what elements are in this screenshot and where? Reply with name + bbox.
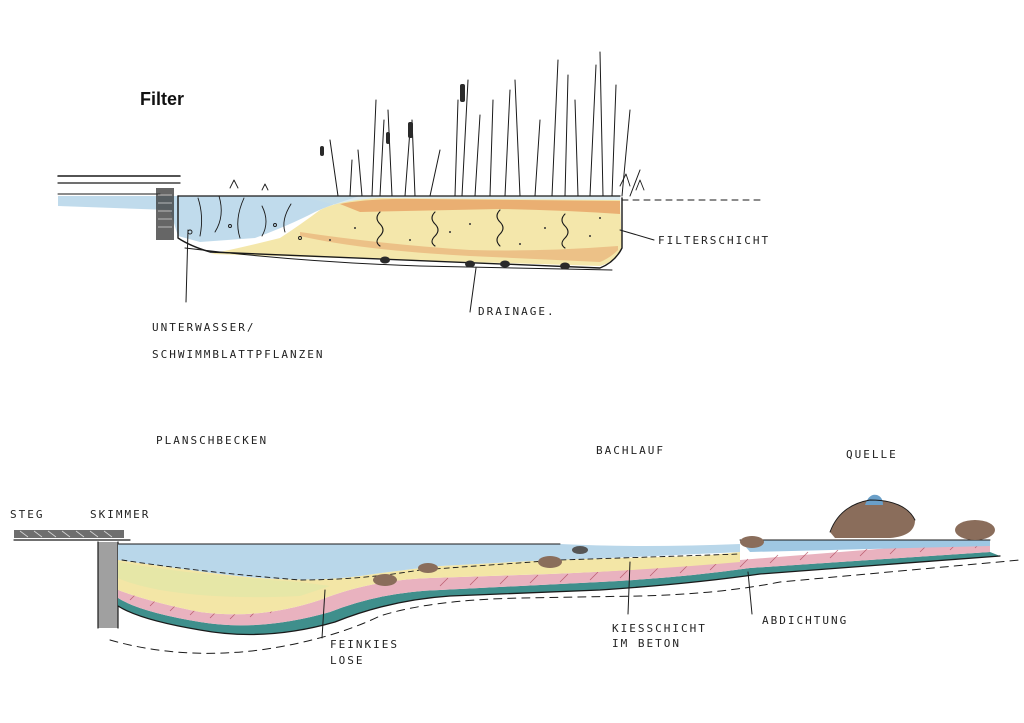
- filter-title: Filter: [140, 89, 184, 109]
- label-plants-line2: SCHWIMMBLATTPFLANZEN: [152, 348, 324, 361]
- steg-deck: [13, 530, 131, 541]
- feinkies-green-tint: [118, 562, 330, 598]
- label-bachlauf: BACHLAUF: [596, 444, 665, 457]
- filter-section: Filter: [57, 51, 770, 361]
- bottom-leaders: [321, 561, 753, 639]
- filter-orange-band: [340, 198, 620, 214]
- filter-sand-layer: [210, 198, 622, 266]
- filter-gravel-dots: [329, 217, 601, 245]
- feinkies-layer: [118, 552, 740, 615]
- filter-plant-tufts: [229, 173, 645, 191]
- label-drainage: DRAINAGE.: [478, 305, 556, 318]
- label-skimmer: SKIMMER: [90, 508, 150, 521]
- label-kiesschicht-line2: IM BETON: [612, 637, 681, 650]
- label-plants-line1: UNTERWASSER/: [152, 321, 255, 334]
- cattail-heads: [320, 84, 465, 156]
- bachlauf-water: [740, 540, 990, 552]
- filter-leaders: [185, 229, 655, 313]
- reed-plants: [329, 51, 641, 197]
- filter-orange-bottom: [300, 232, 618, 262]
- label-feinkies-line1: FEINKIES: [330, 638, 399, 651]
- filter-roots: [376, 209, 569, 249]
- label-planschbecken: PLANSCHBECKEN: [156, 434, 268, 447]
- filter-water: [58, 196, 360, 242]
- pond-liner: [118, 552, 1000, 635]
- label-steg: STEG: [10, 508, 45, 521]
- label-quelle: QUELLE: [846, 448, 898, 461]
- label-feinkies-line2: LOSE: [330, 654, 365, 667]
- skimmer-shaft: [98, 542, 118, 628]
- label-abdichtung: ABDICHTUNG: [762, 614, 848, 627]
- planschbecken-section: PLANSCHBECKEN BACHLAUF QUELLE STEG SKIMM…: [10, 434, 1021, 667]
- label-kiesschicht-line1: KIESSCHICHT: [612, 622, 707, 635]
- drainage-pipes: [380, 256, 570, 270]
- stones: [373, 494, 995, 586]
- filter-skimmer-wall: [156, 188, 174, 240]
- label-filterschicht: FILTERSCHICHT: [658, 234, 770, 247]
- filter-deck: [57, 175, 181, 195]
